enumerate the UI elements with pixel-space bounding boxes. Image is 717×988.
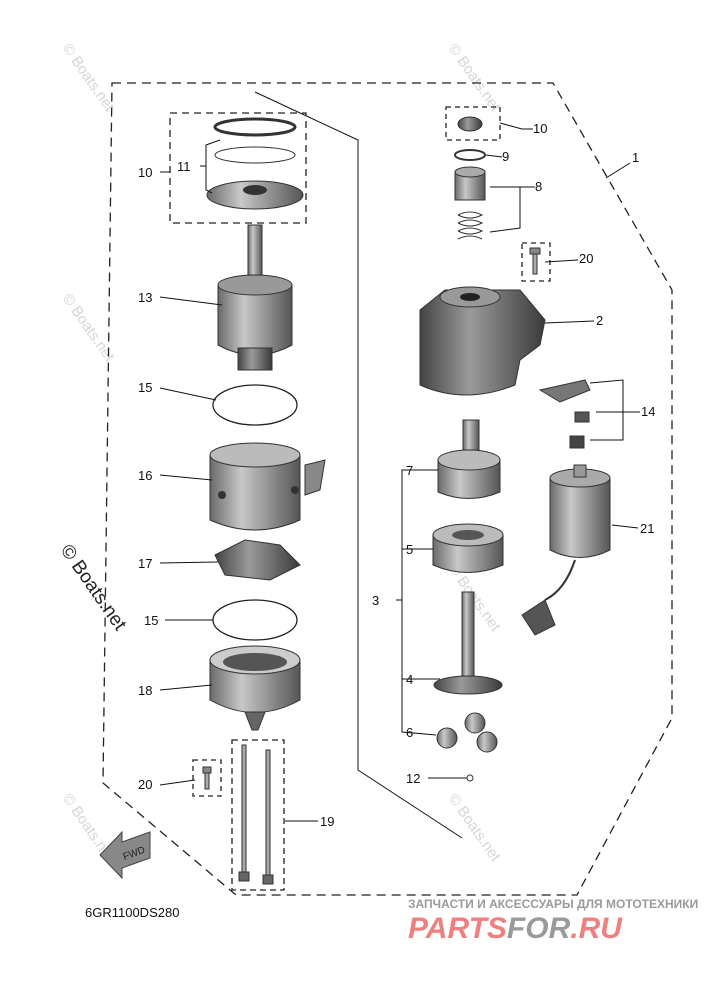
leader-lines [159, 122, 640, 822]
callout-14: 14 [641, 404, 655, 419]
through-bolts-19 [238, 744, 274, 885]
callout-11: 11 [177, 159, 191, 174]
bracket-2 [419, 286, 546, 396]
callout-17: 17 [138, 556, 152, 571]
callout-1: 1 [632, 150, 639, 165]
callout-9: 9 [502, 149, 509, 164]
watermark-dark: © Boats.net [56, 541, 131, 635]
callout-13: 13 [138, 290, 152, 305]
callout-3: 3 [372, 593, 379, 608]
callout-6: 6 [406, 725, 413, 740]
callout-10-left: 10 [138, 165, 152, 180]
yoke-16 [209, 442, 326, 531]
callout-2: 2 [596, 313, 603, 328]
callout-18: 18 [138, 683, 152, 698]
callout-labels: 1 2 3 4 5 6 7 8 9 10 10 11 12 13 14 15 1… [138, 121, 655, 829]
callout-15-lower: 15 [144, 613, 158, 628]
brand-tagline: ЗАПЧАСТИ И АКСЕССУАРЫ ДЛЯ МОТОТЕХНИКИ [408, 897, 698, 911]
callout-20-right: 20 [579, 251, 593, 266]
group-box-19 [231, 739, 285, 891]
brand-logo-parts: PARTS [408, 912, 507, 945]
shaft-4 [433, 591, 503, 695]
end-cover-18 [209, 645, 301, 731]
fwd-arrow-icon: FWD [99, 830, 151, 880]
callout-20-left: 20 [138, 777, 152, 792]
o-ring-15-upper [212, 384, 298, 426]
internal-gear-5 [432, 523, 504, 573]
screw-20-right [529, 247, 541, 275]
seal-ring-11 [206, 117, 304, 210]
screw-20-left [202, 766, 212, 790]
brush-holder-17 [214, 539, 301, 581]
callout-10-right: 10 [533, 121, 547, 136]
ball-12 [466, 774, 474, 782]
callout-12: 12 [406, 771, 420, 786]
planet-gears-6 [436, 712, 498, 753]
callout-21: 21 [640, 521, 654, 536]
cap-10-right [457, 116, 483, 132]
lever-14 [538, 379, 591, 449]
callout-4: 4 [406, 672, 413, 687]
group-box-10-left [169, 112, 307, 224]
pinion-8 [454, 166, 486, 240]
callout-15-upper: 15 [138, 380, 152, 395]
assembly-outline [102, 82, 673, 896]
solenoid-21 [521, 464, 611, 636]
svg-text:© Boats.net: © Boats.net [445, 41, 504, 116]
svg-text:© Boats.net: © Boats.net [59, 41, 118, 116]
callout-16: 16 [138, 468, 152, 483]
group-box-20-left [192, 759, 222, 797]
diagram-code: 6GR1100DS280 [85, 905, 179, 920]
planetary-carrier-7 [437, 419, 501, 499]
group-box-10-right [445, 106, 501, 141]
armature-13 [217, 224, 293, 371]
brand-logo-ru: .RU [570, 912, 623, 945]
o-ring-15-lower [212, 599, 298, 641]
svg-text:© Boats.net: © Boats.net [445, 791, 504, 866]
callout-7: 7 [406, 463, 413, 478]
callout-8: 8 [535, 179, 542, 194]
brand-logo-for: FOR [507, 912, 571, 945]
brand-logo: PARTSFOR.RU [408, 912, 623, 945]
callout-5: 5 [406, 542, 413, 557]
clip-9 [454, 149, 486, 161]
callout-19: 19 [320, 814, 334, 829]
svg-text:© Boats.net: © Boats.net [59, 291, 118, 366]
